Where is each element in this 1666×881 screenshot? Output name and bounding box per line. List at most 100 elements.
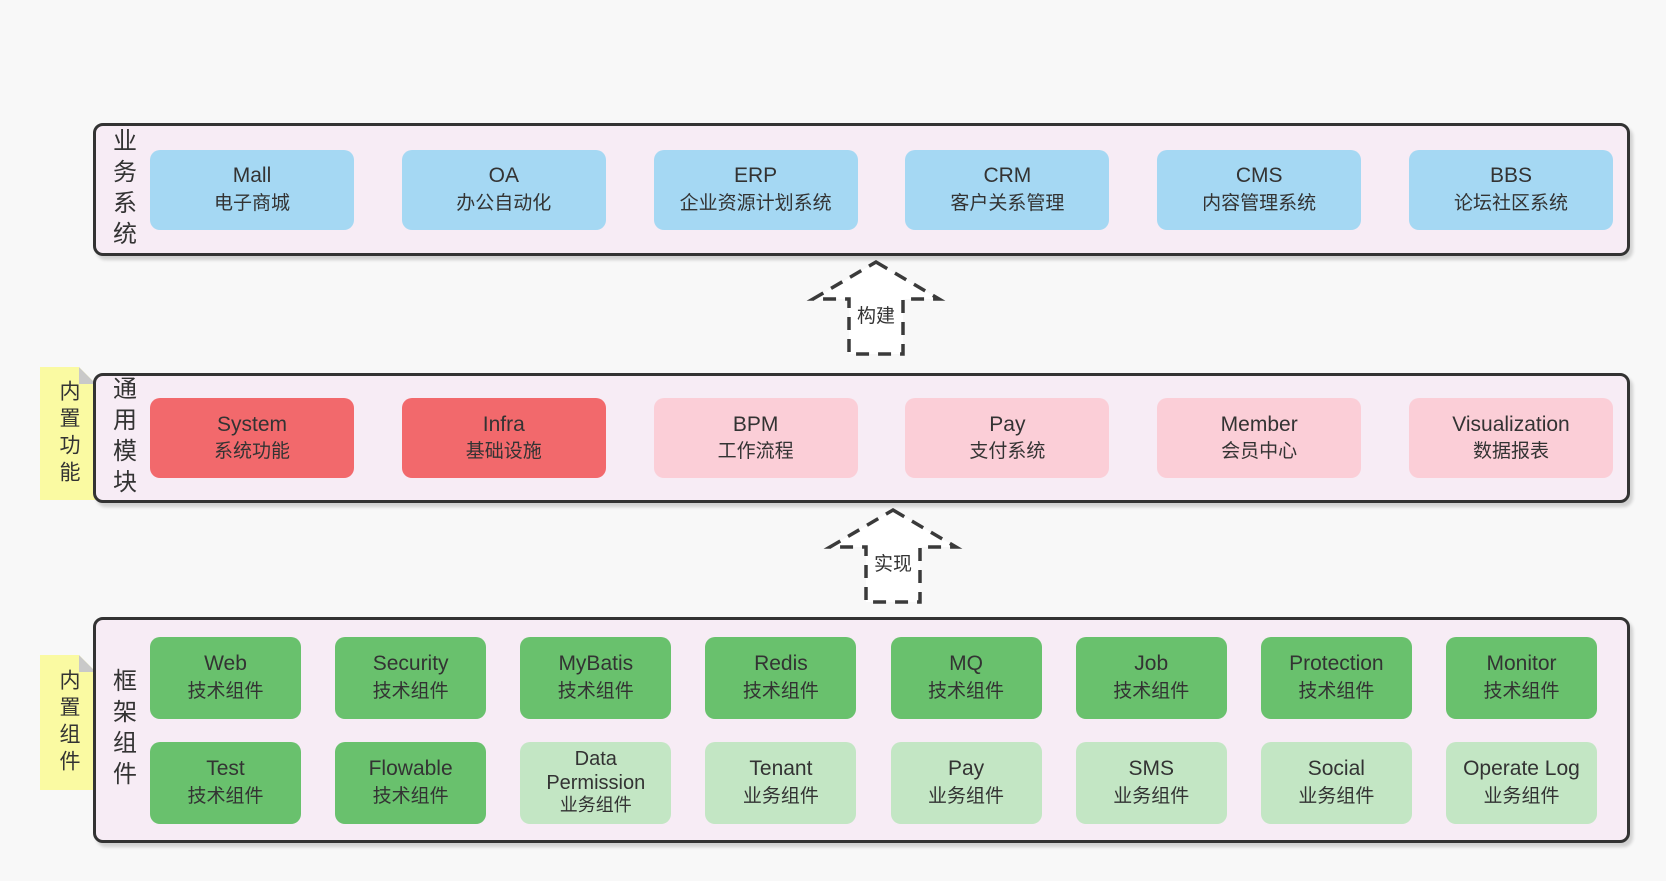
sticky-note-builtin-features: 内置功能 — [40, 367, 96, 500]
box-title: Web — [204, 652, 247, 676]
box-mall: Mall 电子商城 — [150, 149, 354, 230]
box-subtitle: 技术组件 — [187, 785, 264, 807]
box-subtitle: 业务组件 — [742, 785, 819, 807]
box-subtitle: 工作流程 — [717, 441, 794, 463]
business-row: Mall 电子商城 OA 办公自动化 ERP 企业资源计划系统 CRM 客户关系管理 CMS 内容… — [150, 149, 1613, 230]
box-subtitle: 业务组件 — [1113, 785, 1190, 807]
box-title: Social — [1307, 757, 1365, 781]
sticky-note-builtin-components: 内置组件 — [40, 655, 96, 790]
box-social: Social 业务组件 — [1260, 741, 1412, 824]
box-subtitle: 客户关系管理 — [950, 192, 1065, 214]
box-mq: MQ 技术组件 — [890, 636, 1042, 719]
box-title: MyBatis — [558, 652, 634, 676]
box-title: OA — [488, 164, 519, 188]
box-subtitle: 业务组件 — [1298, 785, 1375, 807]
box-subtitle: 数据报表 — [1472, 441, 1549, 463]
box-title: Protection — [1289, 652, 1384, 676]
box-title: ERP — [734, 164, 778, 188]
box-web: Web 技术组件 — [150, 636, 301, 719]
box-title: Redis — [754, 652, 808, 676]
box-subtitle: 论坛社区系统 — [1453, 192, 1568, 214]
arrow-implement: 实现 — [823, 506, 963, 606]
up-arrow-icon — [823, 507, 963, 604]
box-member: Member 会员中心 — [1157, 398, 1362, 478]
box-title: CMS — [1235, 164, 1283, 188]
modules-row: System 系统功能 Infra 基础设施 BPM 工作流程 Pay 支付系统 Member 会… — [150, 398, 1613, 478]
box-pay: Pay 支付系统 — [905, 398, 1110, 478]
box-title: BBS — [1489, 164, 1532, 188]
box-bbs: BBS 论坛社区系统 — [1408, 149, 1613, 230]
box-title: Flowable — [368, 757, 453, 781]
box-title: MQ — [949, 652, 983, 676]
box-title: SMS — [1128, 757, 1174, 781]
box-cms: CMS 内容管理系统 — [1157, 149, 1362, 230]
box-title: Security — [372, 652, 449, 676]
box-infra: Infra 基础设施 — [401, 398, 606, 478]
box-subtitle: 办公自动化 — [456, 192, 552, 214]
box-visualization: Visualization 数据报表 — [1408, 398, 1613, 478]
box-tenant: Tenant 业务组件 — [705, 741, 857, 824]
box-subtitle: 支付系统 — [969, 441, 1046, 463]
box-title: Monitor — [1486, 652, 1557, 676]
box-title: Mall — [232, 164, 272, 188]
box-title: Tenant — [749, 757, 813, 781]
arrow-implement-label: 实现 — [874, 553, 912, 575]
box-title: CRM — [983, 164, 1032, 188]
box-title: System — [216, 412, 287, 436]
box-title: Operate Log — [1463, 757, 1580, 781]
box-subtitle: 业务组件 — [928, 785, 1005, 807]
box-title: Infra — [482, 412, 525, 436]
section-business-label: 业务系统 — [108, 127, 136, 252]
box-redis: Redis 技术组件 — [705, 636, 857, 719]
section-business-systems: 业务系统 Mall 电子商城 OA 办公自动化 ERP 企业资源计划系统 CRM 客户关系管理… — [93, 123, 1630, 256]
box-subtitle: 企业资源计划系统 — [679, 192, 832, 214]
box-bpm: BPM 工作流程 — [653, 398, 858, 478]
section-common-modules: 通用模块 System 系统功能 Infra 基础设施 BPM 工作流程 Pay 支付系统 Me… — [93, 373, 1630, 503]
box-subtitle: 系统功能 — [213, 441, 290, 463]
box-subtitle: 技术组件 — [742, 680, 819, 702]
section-modules-label: 通用模块 — [108, 376, 136, 500]
box-subtitle: 会员中心 — [1221, 441, 1298, 463]
box-subtitle: 技术组件 — [557, 680, 634, 702]
business-rows: Mall 电子商城 OA 办公自动化 ERP 企业资源计划系统 CRM 客户关系管理 CMS 内容… — [148, 126, 1627, 253]
box-operate-log: Operate Log 业务组件 — [1445, 741, 1597, 824]
box-oa: OA 办公自动化 — [401, 149, 606, 230]
box-pay: Pay 业务组件 — [890, 741, 1042, 824]
box-mybatis: MyBatis 技术组件 — [520, 636, 672, 719]
box-protection: Protection 技术组件 — [1260, 636, 1412, 719]
box-system: System 系统功能 — [150, 398, 354, 478]
box-subtitle: 基础设施 — [465, 441, 542, 463]
box-subtitle: 电子商城 — [213, 192, 290, 214]
box-erp: ERP 企业资源计划系统 — [653, 149, 858, 230]
sticky-note-label: 内置功能 — [57, 379, 80, 488]
box-subtitle: 业务组件 — [559, 795, 632, 816]
box-subtitle: 技术组件 — [928, 680, 1005, 702]
modules-rows: System 系统功能 Infra 基础设施 BPM 工作流程 Pay 支付系统 Member 会… — [148, 376, 1627, 500]
box-subtitle: 技术组件 — [372, 785, 449, 807]
box-title: BPM — [732, 412, 779, 436]
arrow-build: 构建 — [806, 258, 946, 358]
box-subtitle: 业务组件 — [1483, 785, 1560, 807]
box-subtitle: 内容管理系统 — [1202, 192, 1317, 214]
box-subtitle: 技术组件 — [372, 680, 449, 702]
box-sms: SMS 业务组件 — [1075, 741, 1227, 824]
box-title: Job — [1134, 652, 1169, 676]
box-security: Security 技术组件 — [335, 636, 487, 719]
arrow-build-label: 构建 — [857, 305, 895, 327]
box-title: Pay — [947, 757, 985, 781]
box-title: Pay — [989, 412, 1026, 436]
up-arrow-icon — [806, 259, 946, 356]
box-title: Member — [1220, 412, 1298, 436]
box-subtitle: 技术组件 — [187, 680, 264, 702]
box-title: Visualization — [1452, 412, 1570, 436]
sticky-note-label: 内置组件 — [57, 668, 80, 777]
box-subtitle: 技术组件 — [1298, 680, 1375, 702]
